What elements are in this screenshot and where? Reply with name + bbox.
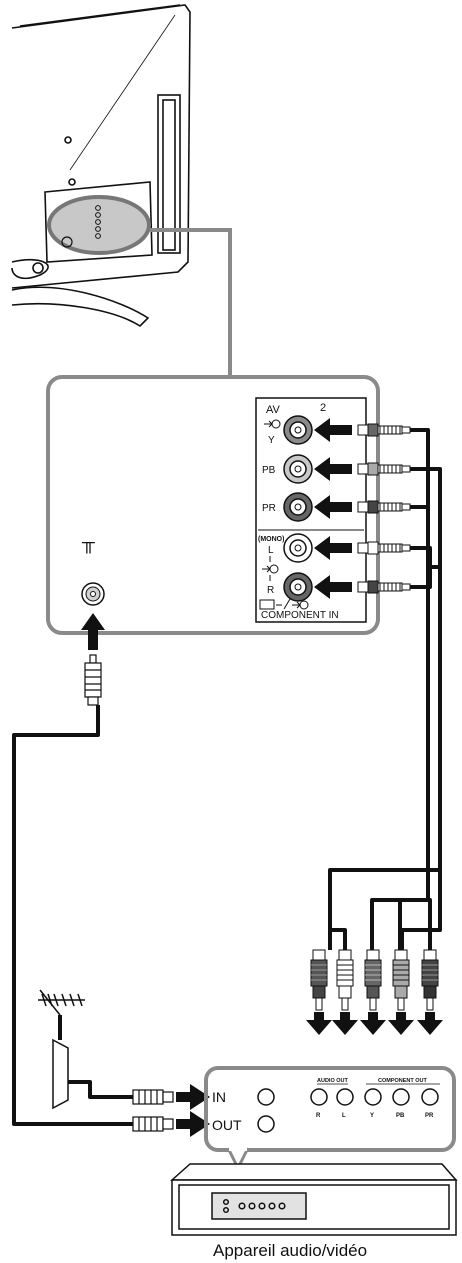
plug-dev-pb (392, 949, 410, 1011)
audio-l-label: L (268, 545, 274, 556)
zoom-leader-line (150, 228, 232, 378)
device-caption: Appareil audio/vidéo (213, 1241, 367, 1260)
plug-dev-y (364, 949, 382, 1011)
av-label: AV (266, 404, 281, 416)
jack-label-l: L (342, 1113, 346, 1119)
pr-label: PR (262, 503, 276, 514)
device-output-jacks (310, 1088, 439, 1106)
pr-jack[interactable] (283, 492, 313, 522)
plug-dev-pr (421, 949, 439, 1011)
tv-jack-highlight (47, 195, 151, 255)
pb-label: PB (262, 465, 276, 476)
input-arrow-icon (264, 419, 281, 429)
audio-out-r-jack[interactable] (310, 1088, 328, 1106)
component-in-label: COMPONENT IN (261, 610, 339, 621)
av-device (170, 1163, 458, 1236)
plug-pr (357, 500, 411, 514)
audio-r-label: R (267, 585, 274, 596)
antenna-symbol: ╥ (81, 532, 95, 554)
mono-label: (MONO) (258, 536, 284, 543)
tv-arrows (81, 418, 352, 650)
tv-antenna-jack[interactable] (81, 582, 105, 606)
plug-y (357, 423, 411, 437)
rca-plugs-tv (357, 423, 411, 594)
jack-label-pr: PR (425, 1113, 434, 1119)
plug-dev-r (310, 949, 328, 1011)
audio-l-jack[interactable] (283, 533, 313, 563)
audio-r-jack[interactable] (283, 572, 313, 602)
plug-audio-l (357, 541, 411, 555)
coax-plugs-device (132, 1089, 174, 1132)
rf-in-jack[interactable] (257, 1088, 275, 1106)
rca-plugs-device (310, 949, 439, 1011)
component-out-y-jack[interactable] (364, 1088, 382, 1106)
in-out-arrows (176, 1084, 210, 1137)
av-number-label: 2 (320, 402, 326, 414)
audio-out-l-jack[interactable] (336, 1088, 354, 1106)
component-out-label: COMPONENT OUT (378, 1078, 428, 1084)
wall-outlet-icon (52, 1038, 69, 1110)
device-panel-zoom (204, 1066, 456, 1152)
audio-out-label: AUDIO OUT (317, 1078, 349, 1084)
device-jack-labels: R L Y PB PR (316, 1113, 434, 1119)
coax-plug-tv (84, 654, 102, 706)
jack-label-r: R (316, 1113, 321, 1119)
plug-audio-r (357, 580, 411, 594)
pointer-mask (229, 1146, 247, 1151)
pb-jack[interactable] (283, 454, 313, 484)
out-label: OUT (212, 1117, 242, 1133)
jack-label-y: Y (370, 1113, 374, 1119)
plug-pb (357, 462, 411, 476)
tv-rear-view (11, 4, 191, 328)
y-label: Y (268, 435, 275, 446)
device-down-arrows (306, 1012, 443, 1035)
plug-dev-l (336, 949, 354, 1011)
rf-out-jack[interactable] (257, 1115, 275, 1133)
cables (12, 428, 442, 1126)
component-out-pr-jack[interactable] (421, 1088, 439, 1106)
in-label: IN (212, 1089, 226, 1105)
jack-label-pb: PB (396, 1113, 405, 1119)
audio-input-icon (262, 556, 279, 581)
component-input-icon (259, 598, 309, 610)
component-out-pb-jack[interactable] (392, 1088, 410, 1106)
y-jack[interactable] (283, 415, 313, 445)
antenna-icon (38, 989, 85, 1016)
